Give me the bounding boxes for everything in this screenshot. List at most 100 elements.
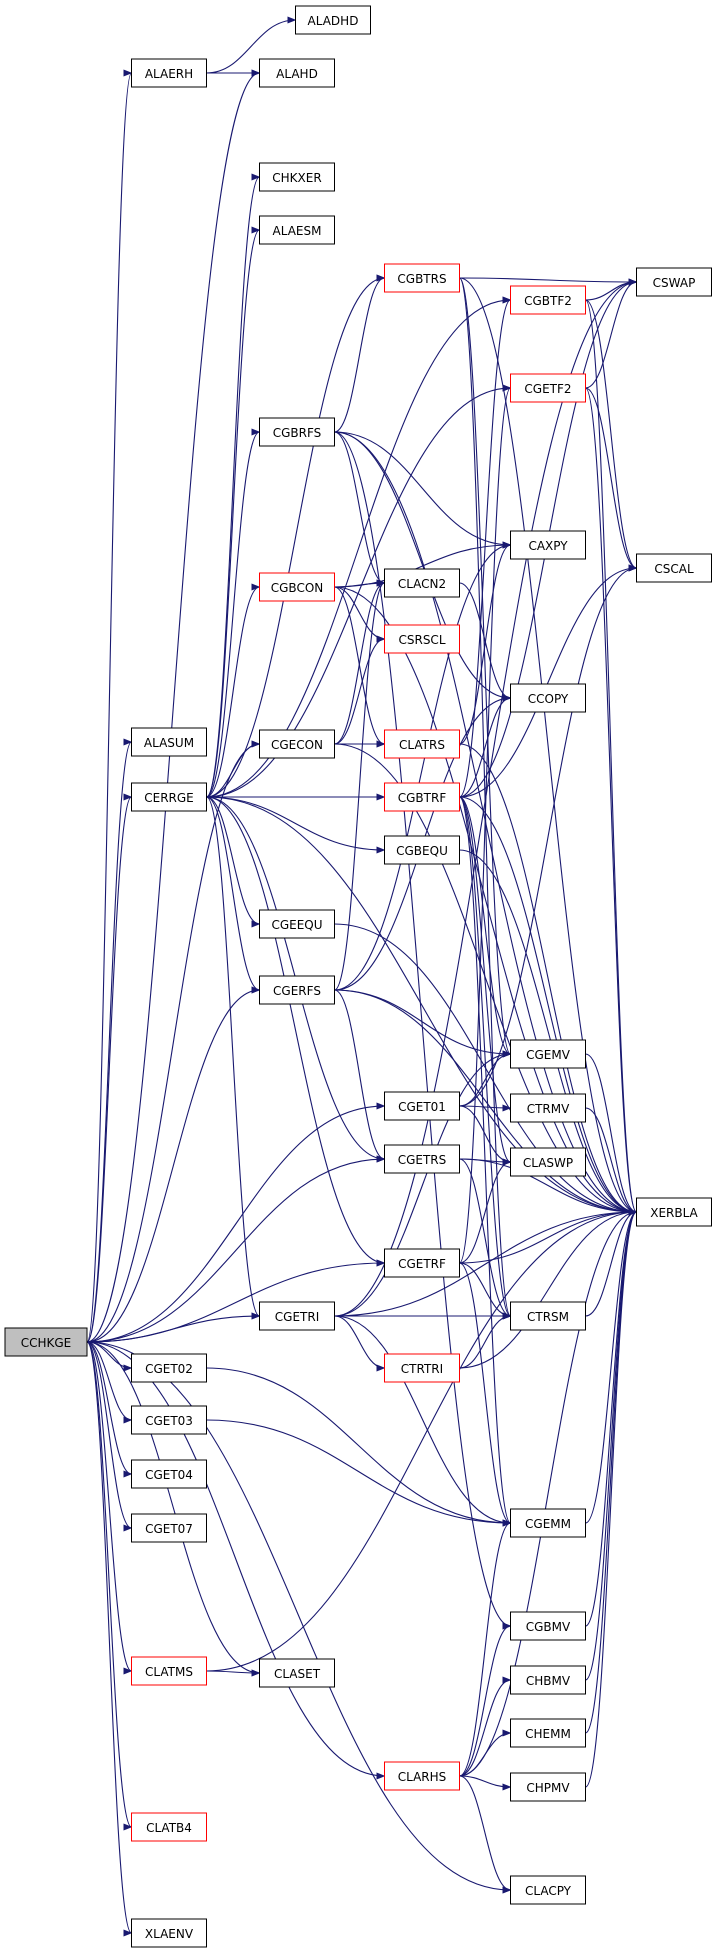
- edge-cchkge-to-cget07: [86, 1341, 133, 1532]
- node-box-claswp: [510, 1147, 586, 1177]
- node-claset[interactable]: CLASET: [259, 1658, 335, 1688]
- node-box-aladhd: [295, 5, 371, 35]
- edge-cchkge-to-cget03: [86, 1341, 133, 1424]
- node-cget04[interactable]: CGET04: [131, 1459, 207, 1489]
- node-box-alasum: [131, 727, 207, 757]
- edge-cgbtrf-to-xerbla: [459, 796, 638, 1216]
- node-ccopy[interactable]: CCOPY: [510, 683, 586, 713]
- edge-clatms-to-xerbla: [206, 1208, 638, 1672]
- node-cgbrfs[interactable]: CGBRFS: [259, 417, 335, 447]
- node-cgetrs[interactable]: CGETRS: [384, 1144, 460, 1174]
- node-cget03[interactable]: CGET03: [131, 1405, 207, 1435]
- edge-cerrge-to-alaesm: [206, 226, 261, 798]
- node-label-cerrge: CERRGE: [144, 791, 194, 805]
- edge-cgerfs-to-cgetrs: [334, 989, 386, 1163]
- edge-cchkge-to-clatms: [86, 1341, 133, 1675]
- edge-chemm-to-xerbla: [585, 1208, 638, 1734]
- node-cgbtrs[interactable]: CGBTRS: [384, 263, 460, 293]
- node-cchkge[interactable]: CCHKGE: [4, 1327, 88, 1357]
- edge-cerrge-to-cgecon: [206, 740, 261, 798]
- node-label-cswap: CSWAP: [653, 276, 696, 290]
- node-clatb4[interactable]: CLATB4: [131, 1812, 207, 1842]
- node-cget02[interactable]: CGET02: [131, 1353, 207, 1383]
- node-alahd[interactable]: ALAHD: [259, 58, 335, 88]
- node-box-clacpy: [510, 1875, 586, 1905]
- node-claswp[interactable]: CLASWP: [510, 1147, 586, 1177]
- node-cgbtrf[interactable]: CGBTRF: [384, 782, 460, 812]
- node-alaerh[interactable]: ALAERH: [131, 58, 207, 88]
- node-ctrtri[interactable]: CTRTRI: [384, 1353, 460, 1383]
- node-clatms[interactable]: CLATMS: [131, 1656, 207, 1686]
- node-clacn2[interactable]: CLACN2: [384, 568, 460, 598]
- node-chemm[interactable]: CHEMM: [510, 1718, 586, 1748]
- edge-cget02-to-cgemm: [206, 1367, 512, 1527]
- edge-cgbtrf-to-claswp: [459, 796, 512, 1166]
- node-cgetri[interactable]: CGETRI: [259, 1301, 335, 1331]
- edge-cgerfs-to-xerbla: [334, 989, 638, 1216]
- node-cgeequ[interactable]: CGEEQU: [259, 909, 335, 939]
- node-label-cgecon: CGECON: [271, 738, 323, 752]
- node-cgetrf[interactable]: CGETRF: [384, 1248, 460, 1278]
- node-alasum[interactable]: ALASUM: [131, 727, 207, 757]
- node-label-cgetf2: CGETF2: [524, 382, 571, 396]
- node-label-cgbrfs: CGBRFS: [273, 426, 322, 440]
- edge-cgbtrs-to-cgemv: [459, 277, 512, 1058]
- node-xerbla[interactable]: XERBLA: [636, 1197, 712, 1227]
- edge-cchkge-to-cgetri: [86, 1312, 261, 1343]
- node-cget01[interactable]: CGET01: [384, 1091, 460, 1121]
- node-box-cget04: [131, 1459, 207, 1489]
- node-label-cgetri: CGETRI: [275, 1310, 319, 1324]
- node-label-cgbtrf: CGBTRF: [398, 791, 447, 805]
- node-clacpy[interactable]: CLACPY: [510, 1875, 586, 1905]
- node-cgbmv[interactable]: CGBMV: [510, 1611, 586, 1641]
- node-aladhd[interactable]: ALADHD: [295, 5, 371, 35]
- node-cgbcon[interactable]: CGBCON: [259, 572, 335, 602]
- node-caxpy[interactable]: CAXPY: [510, 530, 586, 560]
- node-box-alaerh: [131, 58, 207, 88]
- edge-ctrmv-to-xerbla: [585, 1107, 638, 1216]
- node-ctrsm[interactable]: CTRSM: [510, 1301, 586, 1331]
- node-csrscl[interactable]: CSRSCL: [384, 624, 460, 654]
- node-label-cget03: CGET03: [145, 1414, 193, 1428]
- edge-clarhs-to-chbmv: [459, 1676, 512, 1777]
- node-cgbequ[interactable]: CGBEQU: [384, 835, 460, 865]
- node-clatrs[interactable]: CLATRS: [384, 729, 460, 759]
- node-cgerfs[interactable]: CGERFS: [259, 975, 335, 1005]
- node-xlaenv[interactable]: XLAENV: [131, 1918, 207, 1948]
- node-box-cscal: [636, 553, 712, 583]
- edge-cget01-to-cscal: [459, 564, 638, 1107]
- edge-cchkge-to-xlaenv: [86, 1341, 133, 1937]
- node-cswap[interactable]: CSWAP: [636, 267, 712, 297]
- node-box-xlaenv: [131, 1918, 207, 1948]
- edge-cerrge-to-cgetri: [206, 796, 261, 1320]
- node-box-cgbcon: [259, 572, 335, 602]
- node-cscal[interactable]: CSCAL: [636, 553, 712, 583]
- node-cgemv[interactable]: CGEMV: [510, 1039, 586, 1069]
- edge-cchkge-to-alaerh: [86, 69, 133, 1343]
- node-cerrge[interactable]: CERRGE: [131, 782, 207, 812]
- node-label-ctrtri: CTRTRI: [401, 1362, 443, 1376]
- node-label-clatrs: CLATRS: [399, 738, 445, 752]
- node-cgbtf2[interactable]: CGBTF2: [510, 285, 586, 315]
- node-box-xerbla: [636, 1197, 712, 1227]
- edge-cerrge-to-cgbtrs: [206, 274, 386, 798]
- node-alaesm[interactable]: ALAESM: [259, 215, 335, 245]
- node-box-claset: [259, 1658, 335, 1688]
- node-box-cgemm: [510, 1508, 586, 1538]
- edge-cgbequ-to-xerbla: [459, 849, 638, 1216]
- node-chpmv[interactable]: CHPMV: [510, 1772, 586, 1802]
- node-clarhs[interactable]: CLARHS: [384, 1761, 460, 1791]
- node-cgemm[interactable]: CGEMM: [510, 1508, 586, 1538]
- node-chkxer[interactable]: CHKXER: [259, 162, 335, 192]
- node-chbmv[interactable]: CHBMV: [510, 1665, 586, 1695]
- node-ctrmv[interactable]: CTRMV: [510, 1093, 586, 1123]
- node-cgetf2[interactable]: CGETF2: [510, 373, 586, 403]
- node-label-clacpy: CLACPY: [525, 1884, 572, 1898]
- node-label-cgerfs: CGERFS: [273, 984, 321, 998]
- node-box-clacn2: [384, 568, 460, 598]
- node-label-clacn2: CLACN2: [398, 577, 446, 591]
- node-cget07[interactable]: CGET07: [131, 1513, 207, 1543]
- node-cgecon[interactable]: CGECON: [259, 729, 335, 759]
- node-label-alasum: ALASUM: [144, 736, 194, 750]
- node-label-alaerh: ALAERH: [145, 67, 193, 81]
